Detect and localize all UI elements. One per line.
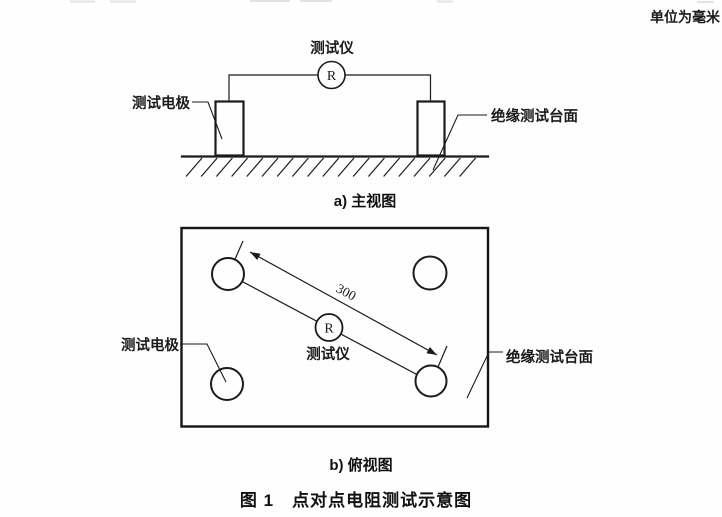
top-electrode-label: 测试电极 xyxy=(121,336,179,354)
electrode-left xyxy=(214,100,245,157)
electrode-circle-top-right xyxy=(412,255,448,291)
front-surface-label: 绝缘测试台面 xyxy=(491,107,578,125)
front-tester-symbol: R xyxy=(327,69,337,84)
front-tester-label: 测试仪 xyxy=(310,39,354,57)
dimension-line xyxy=(249,251,344,305)
top-surface-leader xyxy=(466,351,503,399)
electrode-right xyxy=(416,100,446,157)
unit-note: 单位为毫米 xyxy=(650,9,721,25)
top-surface-label: 绝缘测试台面 xyxy=(506,348,593,366)
front-electrode-leader xyxy=(192,101,223,140)
top-electrode-leader xyxy=(180,343,227,383)
front-electrode-label: 测试电极 xyxy=(132,94,190,112)
figure-caption: 图 1 点对点电阻测试示意图 xyxy=(240,490,472,510)
scan-artifacts xyxy=(70,0,714,3)
wire-right xyxy=(345,74,432,102)
wire-left xyxy=(228,74,318,102)
top-view-caption: b) 俯视图 xyxy=(329,456,392,474)
dimension-line xyxy=(343,302,438,356)
top-tester-symbol: R xyxy=(324,322,334,337)
electrode-circle-top-left xyxy=(211,257,245,291)
top-tester-label: 测试仪 xyxy=(306,345,350,363)
top-tester-circle xyxy=(314,313,344,342)
top-view: 300 R 测试仪 测试电极 绝缘测试台面 b) 俯视图 xyxy=(121,226,593,474)
electrode-circle-bottom-right xyxy=(414,364,448,398)
front-view-caption: a) 主视图 xyxy=(334,192,397,210)
front-surface-leader xyxy=(432,114,487,171)
electrode-circle-bottom-left xyxy=(210,367,244,401)
ground-hatching xyxy=(185,157,477,177)
front-view: 测试仪 R 测试电极 绝缘测试台面 a) 主视图 xyxy=(132,39,578,210)
